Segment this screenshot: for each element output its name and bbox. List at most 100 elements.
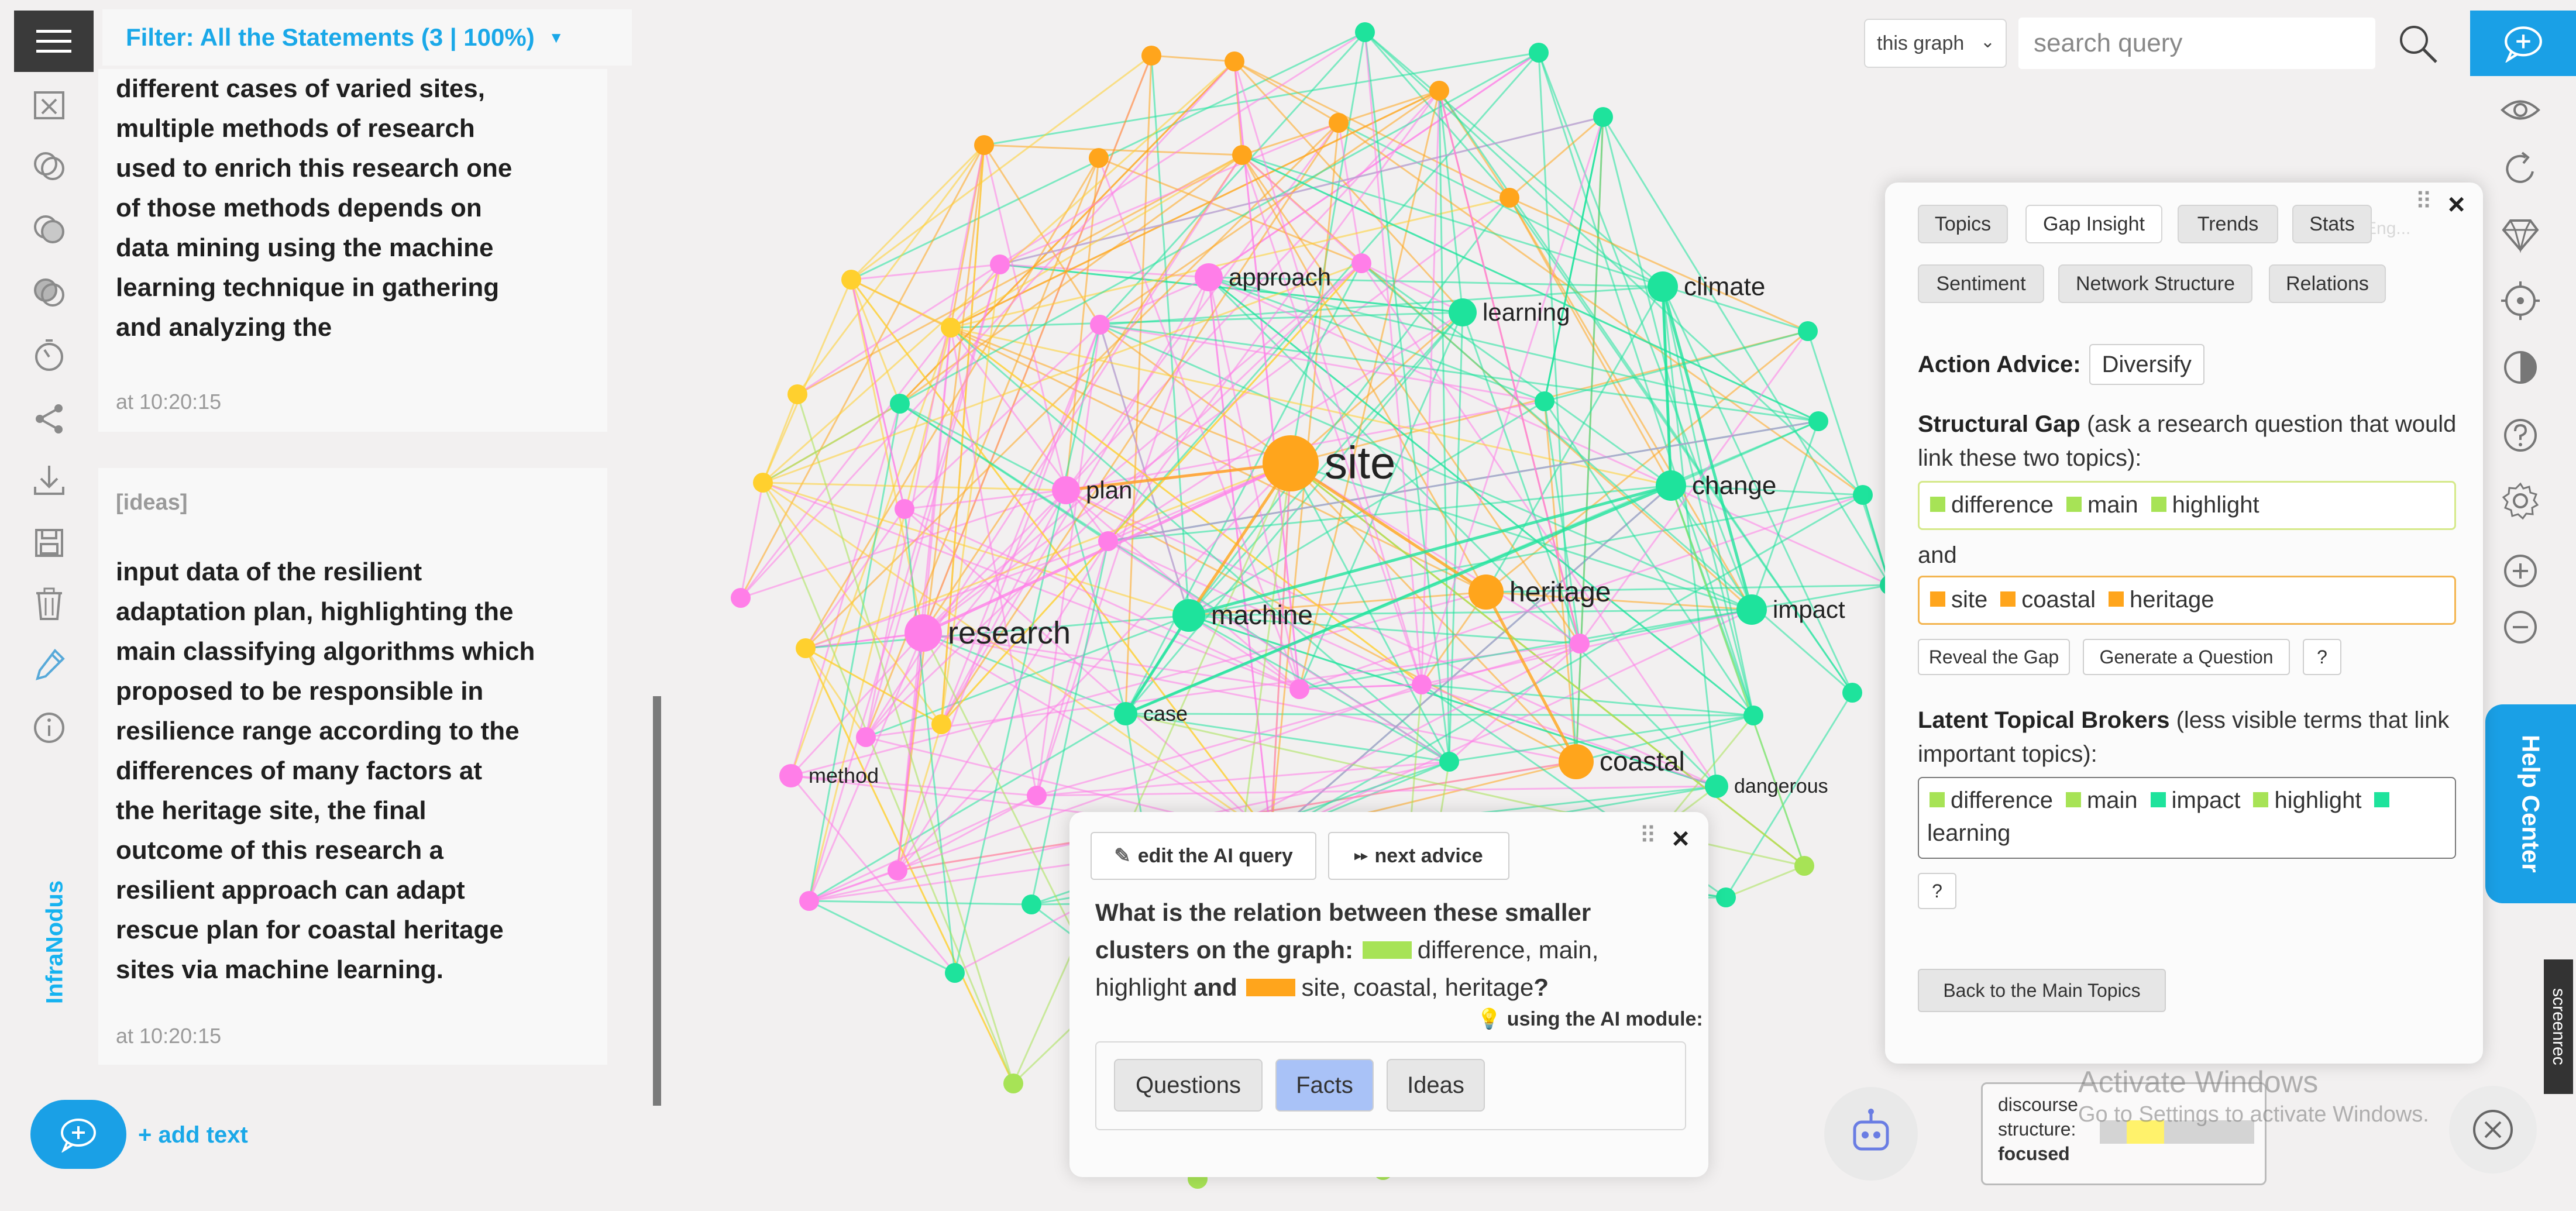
graph-node[interactable] bbox=[990, 254, 1010, 274]
search-scope-select[interactable]: this graph ⌄ bbox=[1864, 19, 2007, 68]
graph-node-label[interactable]: research bbox=[948, 615, 1071, 651]
graph-node[interactable] bbox=[1794, 856, 1814, 876]
graph-node[interactable] bbox=[1232, 145, 1252, 165]
graph-node[interactable] bbox=[856, 727, 876, 747]
add-statement-button[interactable] bbox=[30, 1100, 126, 1169]
graph-node[interactable] bbox=[1736, 594, 1767, 625]
ai-chat-button[interactable] bbox=[2470, 11, 2576, 76]
gap-cluster-b[interactable]: site coastal heritage bbox=[1918, 576, 2456, 625]
discourse-structure-widget[interactable]: discourse structure: focused bbox=[1981, 1082, 2267, 1185]
graph-node[interactable] bbox=[1529, 43, 1549, 63]
reveal-gap-button[interactable]: Reveal the Gap bbox=[1918, 639, 2070, 675]
graph-node[interactable] bbox=[1141, 46, 1161, 66]
brokers-help-button[interactable]: ? bbox=[1918, 873, 1956, 909]
graph-node[interactable] bbox=[1648, 271, 1678, 302]
close-panel-icon[interactable] bbox=[30, 87, 68, 124]
graph-node[interactable] bbox=[890, 394, 910, 414]
tab-trends[interactable]: Trends bbox=[2178, 205, 2278, 243]
drag-handle-icon[interactable]: ⠿ bbox=[1639, 823, 1656, 849]
graph-node[interactable] bbox=[1798, 321, 1818, 341]
topic-term[interactable]: highlight bbox=[2172, 492, 2259, 518]
statement-card[interactable]: different cases of varied sites,multiple… bbox=[98, 69, 607, 432]
graph-node[interactable] bbox=[1842, 683, 1862, 703]
add-text-link[interactable]: + add text bbox=[138, 1122, 248, 1148]
graph-node-label[interactable]: case bbox=[1143, 701, 1188, 725]
topic-term[interactable]: difference bbox=[1951, 492, 2054, 518]
refresh-icon[interactable] bbox=[2498, 147, 2543, 192]
generate-question-button[interactable]: Generate a Question bbox=[2083, 639, 2290, 675]
graph-node[interactable] bbox=[941, 318, 961, 338]
tab-sentiment[interactable]: Sentiment bbox=[1918, 264, 2044, 303]
zoom-out-icon[interactable] bbox=[2498, 605, 2543, 649]
graph-node[interactable] bbox=[1355, 22, 1375, 42]
graph-node[interactable] bbox=[1351, 253, 1371, 273]
topic-term[interactable]: impact bbox=[2171, 787, 2241, 813]
graph-node-label[interactable]: learning bbox=[1483, 298, 1570, 326]
search-button[interactable] bbox=[2393, 19, 2443, 69]
gear-icon[interactable] bbox=[2498, 479, 2543, 523]
graph-node[interactable] bbox=[1289, 679, 1309, 699]
close-icon[interactable]: × bbox=[2448, 188, 2465, 221]
graph-node[interactable] bbox=[931, 714, 951, 734]
graph-node[interactable] bbox=[1098, 531, 1118, 551]
graph-node[interactable] bbox=[1559, 744, 1594, 779]
pipette-icon[interactable] bbox=[30, 646, 68, 683]
trash-icon[interactable] bbox=[30, 585, 68, 622]
filter-dropdown[interactable]: Filter: All the Statements (3 | 100%) ▼ bbox=[102, 9, 632, 66]
help-center-tab[interactable]: Help Center bbox=[2485, 704, 2576, 903]
module-facts-button[interactable]: Facts bbox=[1275, 1059, 1374, 1112]
graph-node[interactable] bbox=[1439, 752, 1459, 772]
graph-node[interactable] bbox=[1468, 574, 1504, 610]
graph-node[interactable] bbox=[895, 499, 914, 519]
graph-node[interactable] bbox=[1195, 263, 1223, 291]
overlap-circles-icon[interactable] bbox=[30, 147, 68, 185]
graph-node[interactable] bbox=[1052, 476, 1080, 504]
next-advice-button[interactable]: ▸▸ next advice bbox=[1328, 832, 1509, 880]
tab-stats[interactable]: Stats bbox=[2292, 205, 2372, 243]
graph-node[interactable] bbox=[796, 638, 816, 658]
gap-help-button[interactable]: ? bbox=[2303, 639, 2341, 675]
action-advice-value[interactable]: Diversify bbox=[2089, 344, 2204, 385]
graph-node[interactable] bbox=[1429, 81, 1449, 101]
graph-node[interactable] bbox=[1089, 148, 1109, 168]
graph-node[interactable] bbox=[799, 891, 819, 911]
graph-node[interactable] bbox=[1003, 1074, 1023, 1093]
graph-node-label[interactable]: machine bbox=[1211, 600, 1313, 630]
graph-node[interactable] bbox=[1329, 113, 1349, 133]
graph-node[interactable] bbox=[731, 588, 751, 608]
graph-node[interactable] bbox=[974, 135, 994, 155]
search-input[interactable] bbox=[2018, 18, 2375, 69]
diamond-icon[interactable] bbox=[2498, 212, 2543, 256]
help-icon[interactable] bbox=[2498, 413, 2543, 457]
graph-node[interactable] bbox=[1114, 702, 1137, 725]
graph-node-label[interactable]: climate bbox=[1684, 273, 1765, 301]
topic-term[interactable]: heritage bbox=[2130, 587, 2214, 613]
graph-node[interactable] bbox=[1593, 107, 1613, 127]
graph-node[interactable] bbox=[841, 270, 861, 290]
graph-node[interactable] bbox=[1263, 435, 1319, 491]
graph-node[interactable] bbox=[787, 384, 807, 404]
ai-assistant-button[interactable] bbox=[1824, 1087, 1918, 1181]
topic-term[interactable]: site bbox=[1951, 587, 1988, 613]
graph-node-label[interactable]: change bbox=[1692, 472, 1776, 500]
topic-term[interactable]: coastal bbox=[2021, 587, 2096, 613]
topic-term[interactable]: difference bbox=[1951, 787, 2053, 813]
graph-node[interactable] bbox=[945, 963, 965, 983]
overlap-circles-alt-icon[interactable] bbox=[30, 211, 68, 248]
close-overlay-button[interactable] bbox=[2449, 1086, 2537, 1174]
download-icon[interactable] bbox=[30, 461, 68, 498]
tab-gap-insight[interactable]: Gap Insight bbox=[2025, 205, 2162, 243]
info-icon[interactable] bbox=[30, 709, 68, 746]
graph-nodes[interactable] bbox=[731, 22, 1900, 1189]
graph-node[interactable] bbox=[1027, 786, 1047, 806]
target-icon[interactable] bbox=[2498, 278, 2543, 323]
graph-node[interactable] bbox=[1172, 599, 1205, 632]
close-icon[interactable]: × bbox=[1672, 822, 1690, 855]
timer-icon[interactable] bbox=[30, 337, 68, 374]
graph-node[interactable] bbox=[1535, 391, 1554, 411]
graph-node-label[interactable]: site bbox=[1325, 437, 1395, 488]
edit-ai-query-button[interactable]: ✎ edit the AI query bbox=[1091, 832, 1316, 880]
